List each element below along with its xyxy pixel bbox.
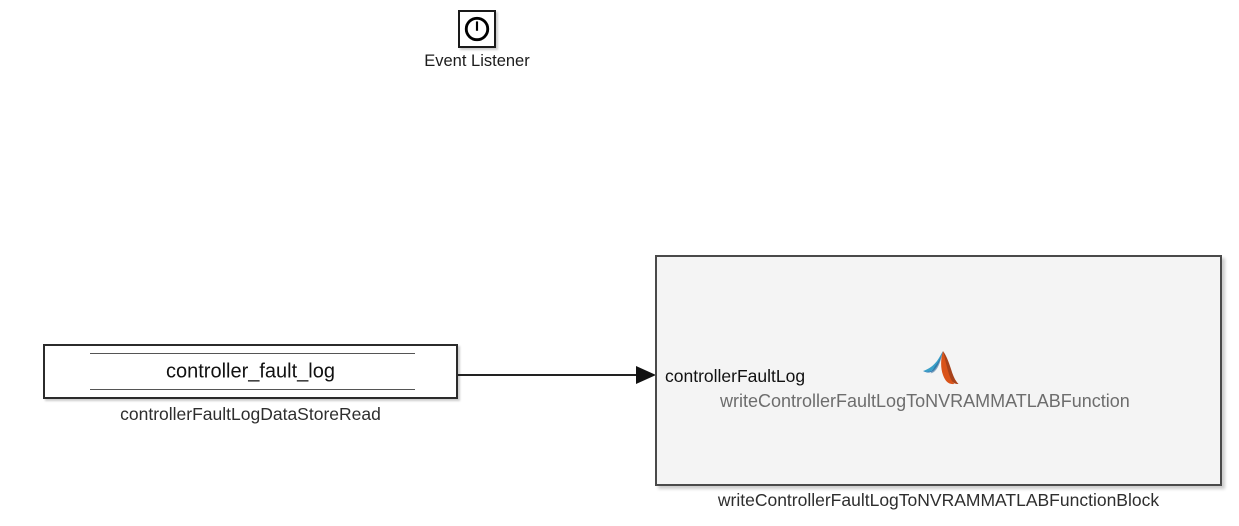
matlab-function-name-label: writeControllerFaultLogToNVRAMMATLABFunc… bbox=[720, 391, 1130, 411]
signal-line-dsr-to-matlab-function[interactable] bbox=[458, 374, 644, 376]
data-store-name-label: controller_fault_log bbox=[166, 360, 335, 382]
block-matlab-function[interactable]: controllerFaultLog writeControllerFaultL… bbox=[655, 255, 1222, 486]
matlab-membrane-icon bbox=[923, 351, 959, 385]
block-event-listener[interactable] bbox=[458, 10, 496, 48]
data-store-rule-top bbox=[90, 353, 415, 354]
signal-arrowhead-icon bbox=[636, 366, 656, 384]
power-circle-icon bbox=[464, 16, 490, 42]
block-data-store-read[interactable]: controller_fault_log bbox=[43, 344, 458, 399]
block-label-data-store-read: controllerFaultLogDataStoreRead bbox=[120, 404, 381, 424]
block-label-event-listener: Event Listener bbox=[424, 52, 530, 70]
block-label-matlab-function: writeControllerFaultLogToNVRAMMATLABFunc… bbox=[717, 490, 1160, 510]
data-store-rule-bottom bbox=[90, 389, 415, 390]
input-port-label-controller-fault-log: controllerFaultLog bbox=[665, 366, 806, 386]
